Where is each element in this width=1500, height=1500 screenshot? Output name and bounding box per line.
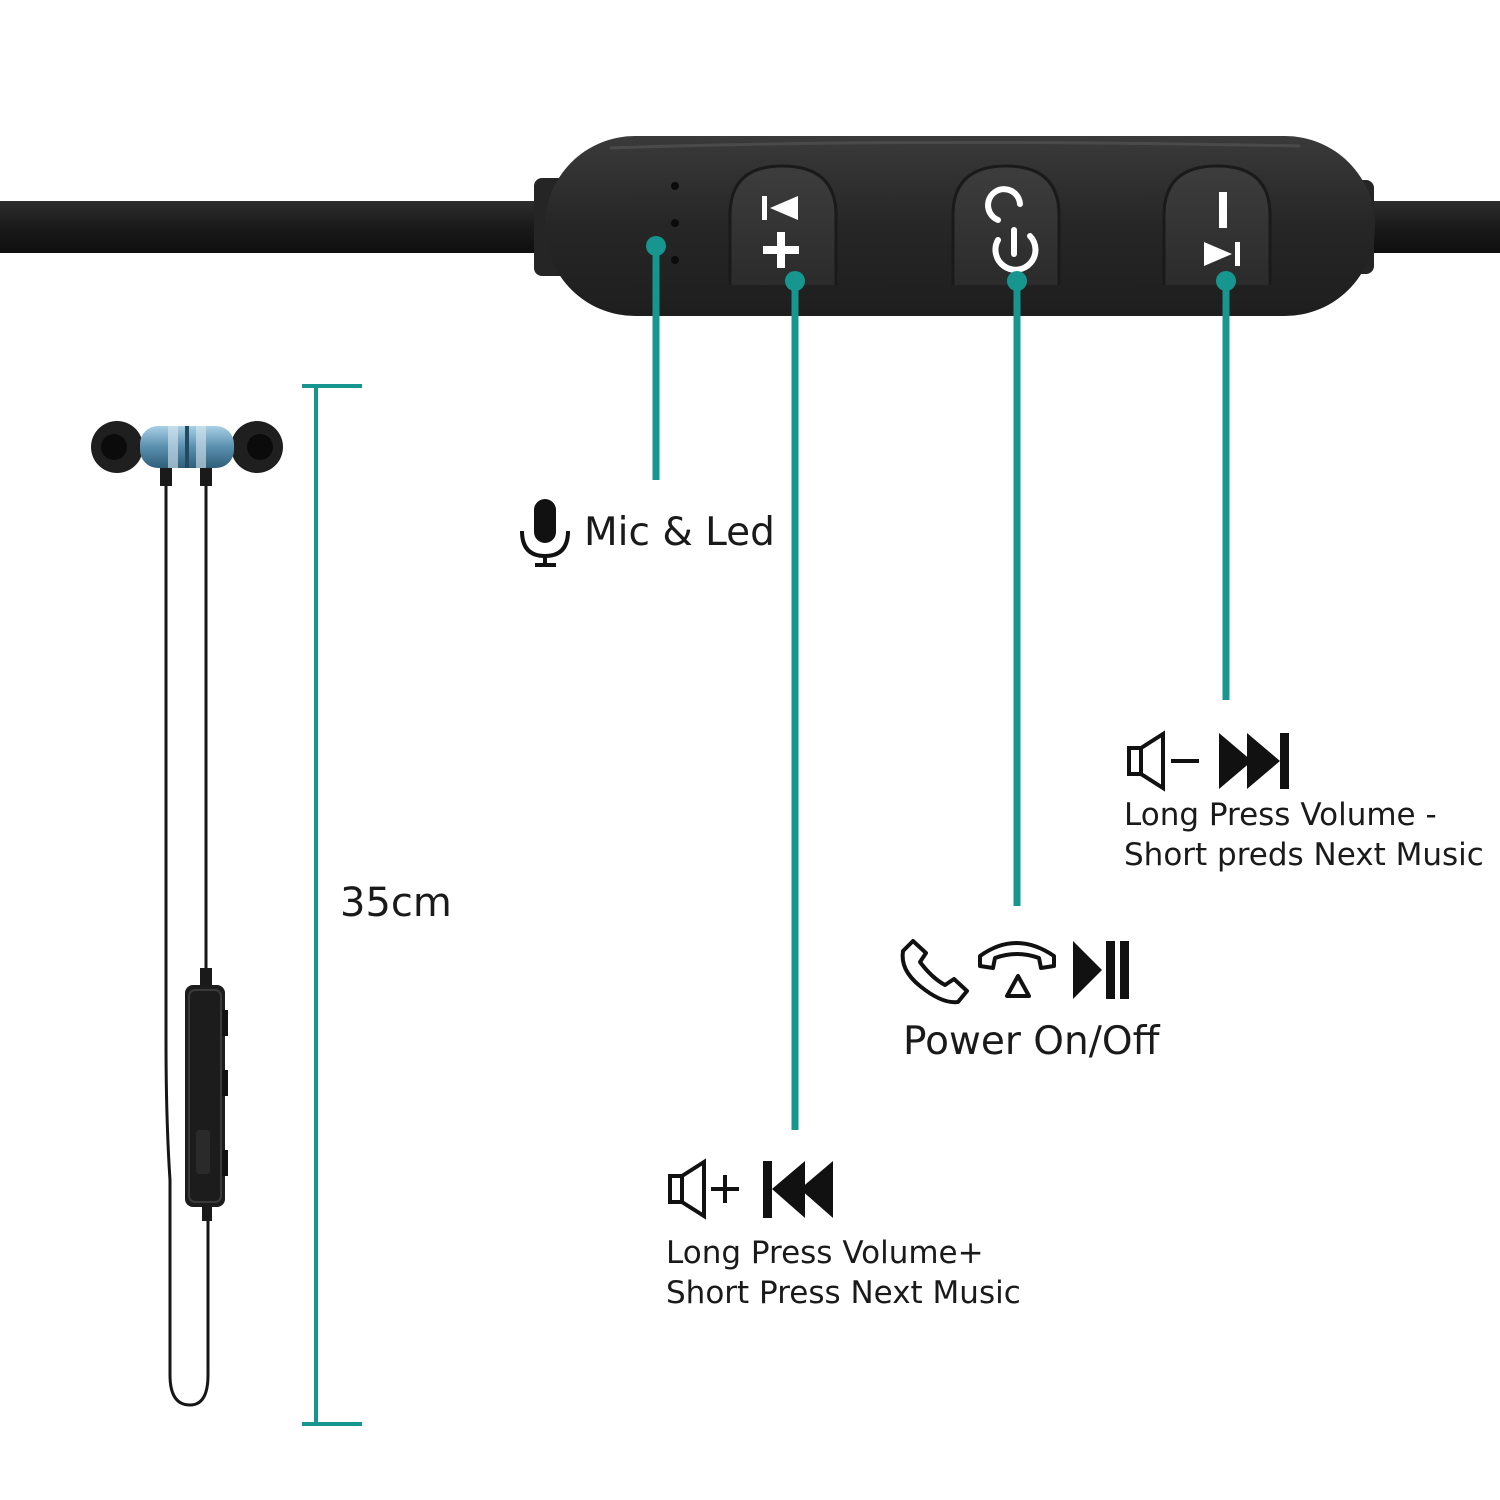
speaker-minus-icon (1127, 730, 1199, 792)
play-pause-icon (1073, 941, 1129, 999)
mic-leader-dot (646, 236, 666, 256)
cable-left (0, 201, 560, 253)
volume-down-leader-dot (1216, 271, 1236, 291)
previous-track-icon (763, 1161, 833, 1218)
callout-lines (646, 236, 1236, 1130)
microphone-icon (520, 499, 570, 567)
volume-down-label-line2: Short preds Next Music (1124, 837, 1484, 873)
power-button[interactable] (951, 164, 1061, 285)
cable-right (1350, 201, 1500, 253)
power-label: Power On/Off (903, 1019, 1160, 1064)
volume-down-label-line1: Long Press Volume - (1124, 797, 1437, 833)
volume-down-button[interactable] (1162, 164, 1272, 285)
speaker-plus-icon (668, 1158, 739, 1220)
previous-plus-icon (762, 196, 799, 268)
earphone-product (91, 421, 283, 1407)
mic-hole (671, 182, 679, 190)
next-track-icon (1219, 733, 1289, 789)
volume-up-button[interactable] (728, 164, 838, 285)
power-leader-dot (1007, 271, 1027, 291)
volume-up-label-line1: Long Press Volume+ (666, 1235, 984, 1271)
remote-closeup (0, 136, 1500, 316)
minus-next-icon (1204, 192, 1240, 266)
mic-led-label: Mic & Led (584, 510, 775, 555)
call-power-icon (985, 186, 1039, 273)
phone-answer-icon (900, 939, 969, 1005)
length-label: 35cm (340, 880, 452, 926)
cable-left-lead (164, 478, 210, 1407)
mic-hole (671, 256, 679, 264)
volume-up-leader-dot (785, 271, 805, 291)
phone-hangup-icon (978, 941, 1056, 998)
mic-hole (671, 219, 679, 227)
mini-remote (185, 985, 225, 1207)
dimension-bracket (302, 384, 362, 1426)
volume-up-label-line2: Short Press Next Music (666, 1275, 1021, 1311)
